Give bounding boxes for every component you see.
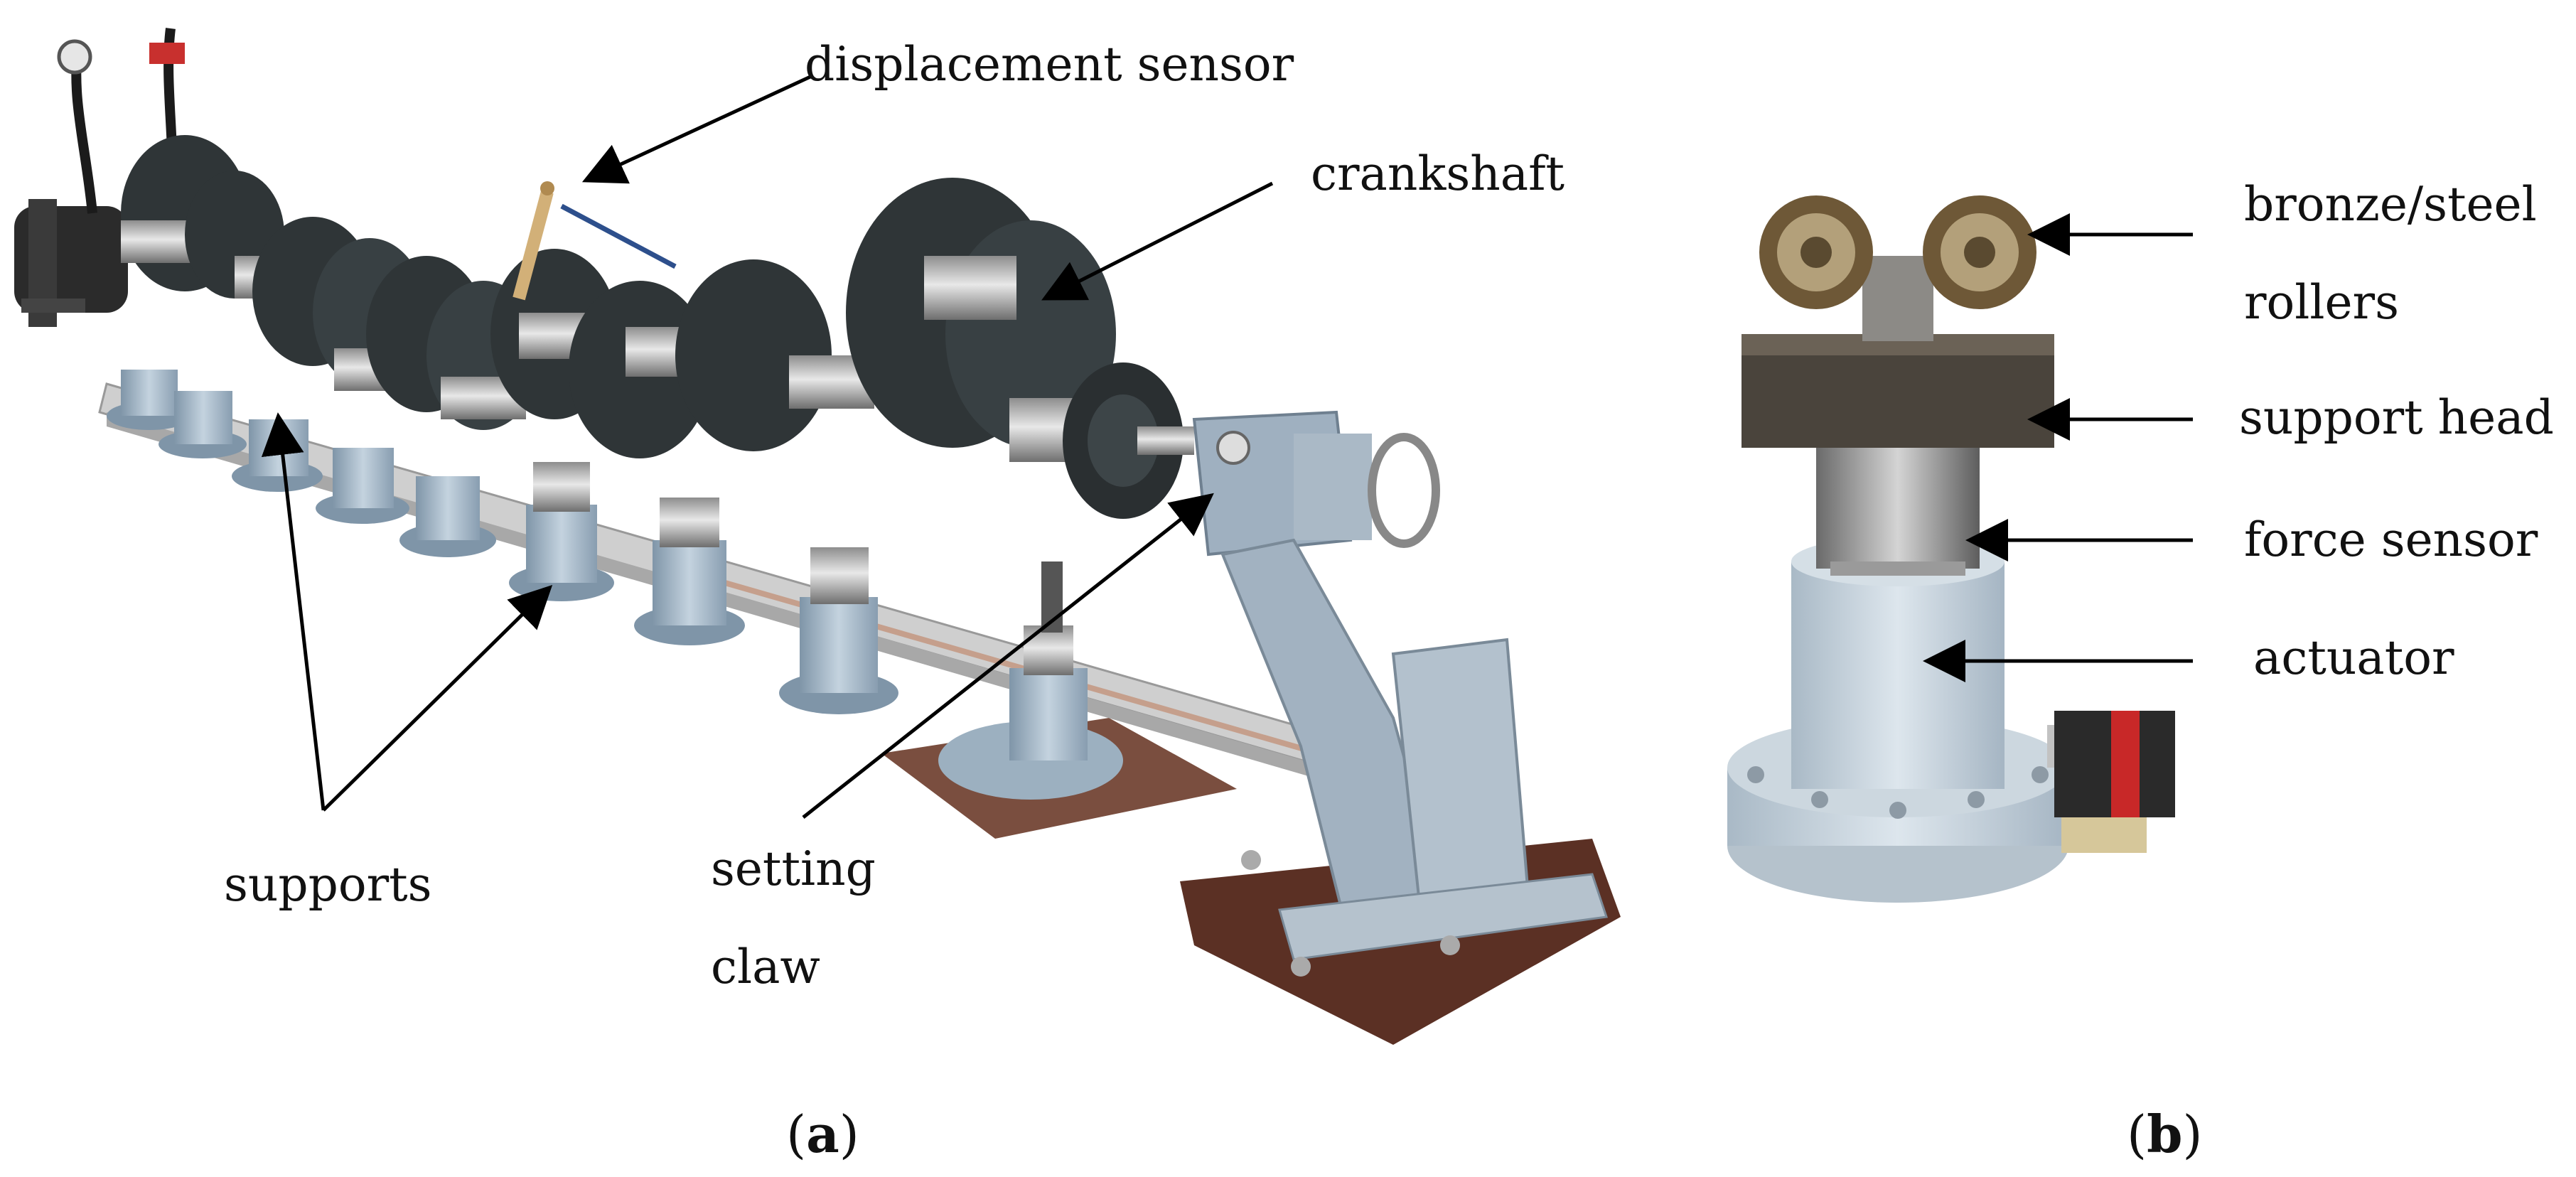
label-force-sensor: force sensor [2244, 512, 2538, 567]
label-supports: supports [224, 857, 432, 912]
label-support-head: support head [2239, 390, 2554, 445]
supports-arrow-2 [322, 584, 553, 812]
displacement-sensor-arrow [581, 75, 812, 184]
setting-claw-drawing [1192, 410, 1608, 977]
crankshaft-arrow [1041, 181, 1274, 301]
caption-b-letter: b [2147, 1104, 2183, 1164]
label-actuator: actuator [2253, 630, 2454, 685]
caption-a-letter: a [806, 1104, 839, 1164]
caption-panel-b: (b) [2127, 1109, 2203, 1161]
label-claw: claw [711, 940, 820, 994]
caption-b-open: ( [2127, 1105, 2147, 1164]
caption-b-close: ) [2182, 1105, 2203, 1164]
label-rollers-line2: rollers [2244, 275, 2399, 330]
label-crankshaft: crankshaft [1311, 146, 1565, 201]
label-displacement-sensor: displacement sensor [805, 37, 1294, 92]
caption-a-close: ) [839, 1105, 859, 1164]
label-setting: setting [711, 842, 876, 896]
label-rollers-line1: bronze/steel [2244, 177, 2537, 232]
crankshaft-body [121, 135, 1194, 519]
support-pedestals [107, 370, 1123, 800]
caption-a-open: ( [786, 1105, 807, 1164]
caption-panel-a: (a) [786, 1109, 859, 1161]
supports-arrow-1 [261, 412, 326, 811]
setting-claw-arrow [802, 493, 1214, 819]
support-unit-drawing [1727, 195, 2175, 903]
